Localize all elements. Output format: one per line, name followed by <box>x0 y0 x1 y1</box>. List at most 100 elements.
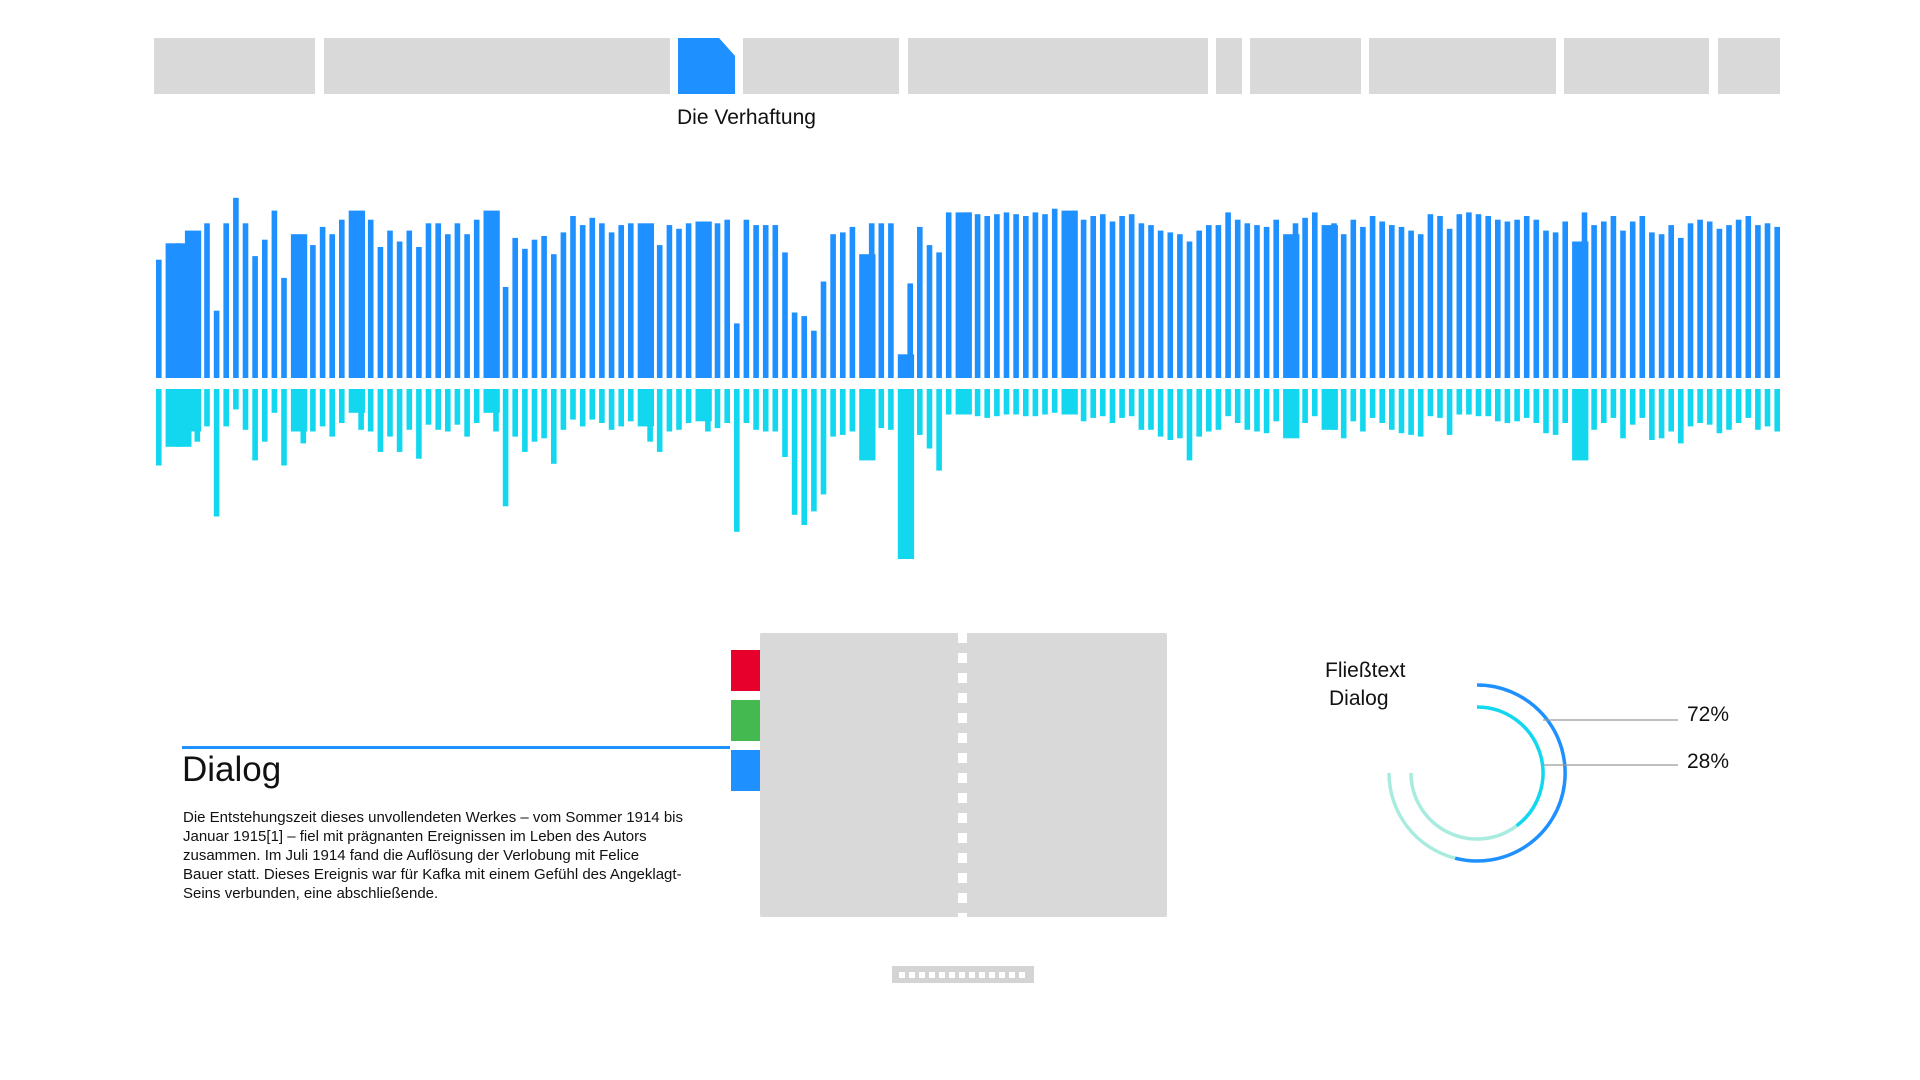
bar-dialog-31 <box>445 389 451 432</box>
bar-dialog-132 <box>1417 389 1424 437</box>
bar-dialog-100 <box>1109 389 1116 423</box>
bar-dialog-24 <box>377 389 384 452</box>
chapter-tab-3[interactable] <box>678 38 735 94</box>
bar-dialog-145 <box>1543 389 1549 434</box>
bar-fliesstext-86 <box>974 214 981 378</box>
bar-fliesstext-62 <box>743 219 750 378</box>
bar-fliesstext-33 <box>464 234 470 378</box>
bar-dialog-164 <box>1726 389 1732 430</box>
bar-fliesstext-88 <box>994 214 1000 378</box>
bar-dialog-136 <box>1456 389 1463 415</box>
bar-fliesstext-53 <box>656 245 663 378</box>
bar-dialog-8 <box>223 389 229 427</box>
bar-dialog-83 <box>945 389 952 415</box>
active-chapter-label: Die Verhaftung <box>677 106 816 129</box>
bar-fliesstext-133 <box>1427 214 1434 378</box>
bar-dialog-68 <box>801 389 807 525</box>
bar-dialog-10 <box>242 389 249 430</box>
bar-fliesstext-161 <box>1697 219 1703 378</box>
bar-fliesstext-50 <box>628 223 634 378</box>
bar-dialog-19 <box>329 389 335 437</box>
bar-fliesstext-136 <box>1456 214 1463 378</box>
bar-dialog-123 <box>1331 389 1337 430</box>
bar-dialog-82 <box>936 389 942 471</box>
bar-fliesstext-11 <box>252 256 258 378</box>
bar-dialog-105 <box>1157 389 1164 437</box>
chapter-tab-6[interactable] <box>1216 38 1242 94</box>
bar-fliesstext-94 <box>1051 208 1058 378</box>
page-divider <box>958 633 967 917</box>
chapter-tab-4[interactable] <box>743 38 899 94</box>
bar-fliesstext-146 <box>1552 232 1559 378</box>
bar-dialog-130 <box>1398 389 1405 434</box>
bar-fliesstext-6 <box>204 223 210 378</box>
bar-dialog-161 <box>1697 389 1703 423</box>
bar-dialog-139 <box>1485 389 1491 417</box>
bar-dialog-129 <box>1389 389 1395 430</box>
chapter-tab-9[interactable] <box>1564 38 1709 94</box>
chapter-tab-1[interactable] <box>154 38 315 94</box>
bar-dialog-67 <box>791 389 798 515</box>
bar-dialog-126 <box>1360 389 1366 432</box>
bar-dialog-90 <box>1013 389 1019 415</box>
bar-dialog-107 <box>1177 389 1183 439</box>
bar-fliesstext-101 <box>1119 216 1125 378</box>
bar-dialog-17 <box>310 389 316 432</box>
bar-fliesstext-128 <box>1379 221 1385 378</box>
bar-dialog-5 <box>194 389 201 442</box>
red-type-chip[interactable] <box>731 650 760 691</box>
bar-dialog-158 <box>1668 389 1674 432</box>
ring-dialog-arc <box>1476 705 1545 828</box>
bar-dialog-96 <box>1071 389 1077 415</box>
bar-dialog-39 <box>522 389 528 452</box>
bar-fliesstext-76 <box>878 223 885 378</box>
bar-fliesstext-54 <box>666 225 673 378</box>
bar-fliesstext-139 <box>1485 216 1491 378</box>
bar-fliesstext-8 <box>223 223 229 378</box>
bar-fliesstext-144 <box>1533 219 1540 378</box>
bar-fliesstext-25 <box>387 230 393 378</box>
bar-fliesstext-100 <box>1109 221 1116 378</box>
bar-dialog-92 <box>1032 389 1039 417</box>
bar-dialog-108 <box>1186 389 1193 461</box>
bar-dialog-56 <box>685 389 692 423</box>
page-scroller[interactable] <box>892 966 1034 983</box>
bar-dialog-154 <box>1629 389 1636 425</box>
bar-fliesstext-153 <box>1620 230 1626 378</box>
bar-fliesstext-81 <box>926 245 933 378</box>
bar-fliesstext-46 <box>589 217 596 378</box>
bar-fliesstext-90 <box>1013 214 1019 378</box>
bar-fliesstext-140 <box>1495 219 1501 378</box>
bar-fliesstext-48 <box>608 232 615 378</box>
chapter-tab-7[interactable] <box>1250 38 1361 94</box>
chapter-tab-2[interactable] <box>324 38 670 94</box>
bar-fliesstext-143 <box>1523 216 1530 378</box>
bar-dialog-141 <box>1504 389 1511 423</box>
bar-dialog-168 <box>1764 389 1771 427</box>
green-type-chip[interactable] <box>731 700 760 741</box>
chapter-tab-8[interactable] <box>1369 38 1556 94</box>
bar-dialog-50 <box>628 389 634 422</box>
bar-dialog-79 <box>907 389 913 485</box>
bar-dialog-40 <box>531 389 538 442</box>
bar-fliesstext-130 <box>1398 226 1405 378</box>
bar-fliesstext-129 <box>1389 225 1395 378</box>
bar-fliesstext-142 <box>1514 219 1520 378</box>
bar-fliesstext-156 <box>1649 232 1655 378</box>
bar-dialog-94 <box>1051 389 1058 413</box>
bar-fliesstext-71 <box>830 234 836 378</box>
bar-fliesstext-9 <box>233 197 239 378</box>
bar-dialog-3 <box>175 389 181 447</box>
chapter-tab-10[interactable] <box>1718 38 1780 94</box>
blue-type-chip[interactable] <box>731 750 760 791</box>
bar-fliesstext-59 <box>714 223 721 378</box>
bar-dialog-65 <box>772 389 779 432</box>
bar-fliesstext-20 <box>339 219 345 378</box>
bar-fliesstext-61 <box>734 323 740 378</box>
bar-fliesstext-5 <box>194 237 201 378</box>
bar-fliesstext-13 <box>271 210 278 378</box>
bar-fliesstext-63 <box>753 225 759 378</box>
chapter-tab-5[interactable] <box>908 38 1208 94</box>
bar-dialog-152 <box>1610 389 1617 418</box>
bar-dialog-119 <box>1292 389 1299 430</box>
